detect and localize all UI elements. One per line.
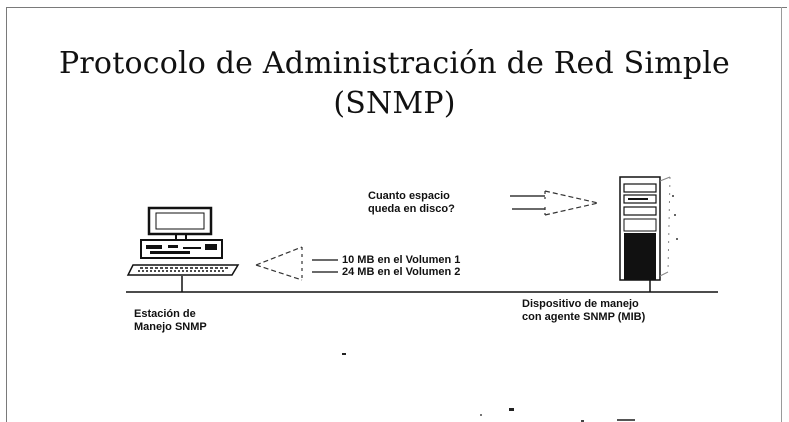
device-line-1: Dispositivo de manejo bbox=[522, 298, 639, 310]
title-line-2: (SNMP) bbox=[333, 86, 456, 121]
request-line-1: Cuanto espacio bbox=[368, 190, 450, 202]
device-line-2: con agente SNMP (MIB) bbox=[522, 311, 646, 323]
station-label: Estación de Manejo SNMP bbox=[134, 308, 207, 334]
title-line-1: Protocolo de Administración de Red Simpl… bbox=[59, 46, 730, 81]
slide-title: Protocolo de Administración de Red Simpl… bbox=[0, 44, 789, 124]
computer-workstation-icon bbox=[126, 206, 240, 292]
scan-specks bbox=[342, 353, 635, 422]
device-label: Dispositivo de manejo con agente SNMP (M… bbox=[522, 298, 645, 324]
request-line-2: queda en disco? bbox=[368, 203, 455, 215]
response-arrow bbox=[255, 246, 338, 281]
server-tower-icon bbox=[619, 176, 678, 292]
station-line-1: Estación de bbox=[134, 308, 196, 320]
response-label: 10 MB en el Volumen 1 24 MB en el Volume… bbox=[342, 254, 460, 278]
response-line-1: 10 MB en el Volumen 1 bbox=[342, 254, 461, 266]
frame-top-border bbox=[6, 7, 787, 8]
frame-left-border bbox=[6, 7, 7, 422]
request-label: Cuanto espacio queda en disco? bbox=[368, 190, 455, 216]
frame-right-border bbox=[781, 7, 782, 422]
station-line-2: Manejo SNMP bbox=[134, 321, 207, 333]
response-line-2: 24 MB en el Volumen 2 bbox=[342, 266, 461, 278]
request-arrow bbox=[510, 190, 599, 216]
